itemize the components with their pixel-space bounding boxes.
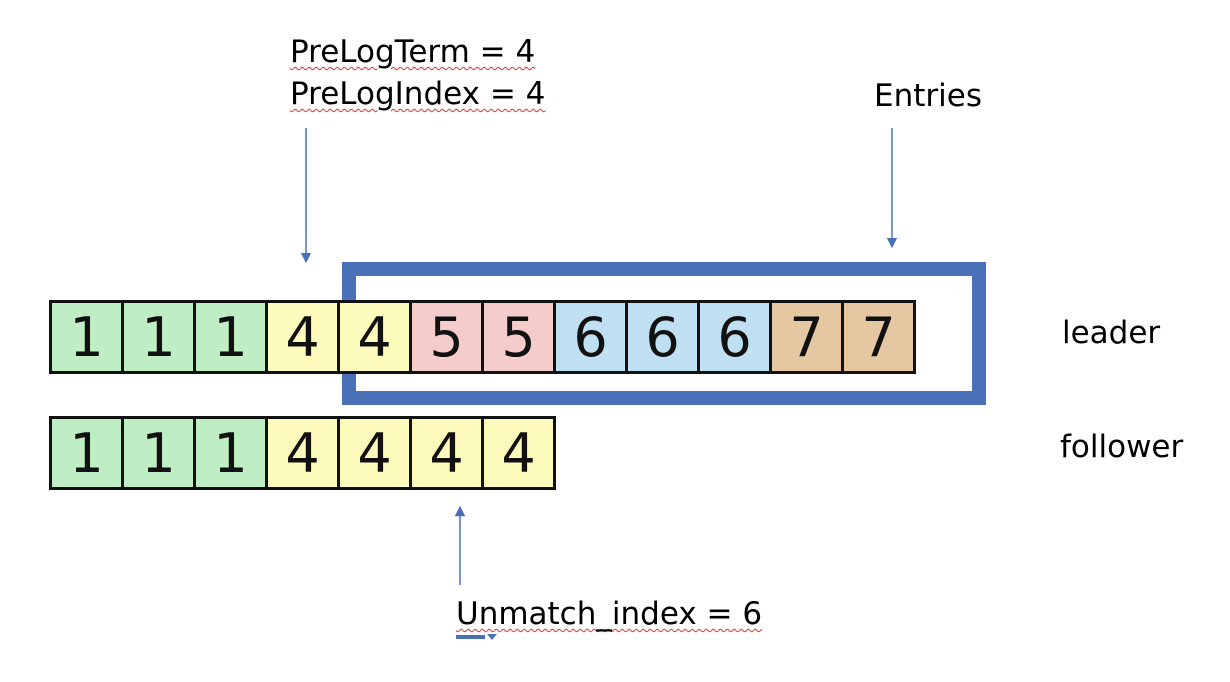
follower-log-cell: 1 [49,416,124,490]
leader-log-cell: 6 [553,300,628,374]
leader-log-cell: 1 [121,300,196,374]
leader-log-cell: 5 [481,300,556,374]
leader-label: leader [1062,315,1161,351]
pre-log-index-label: PreLogIndex = 4 [290,76,546,112]
leader-log-cell: 7 [769,300,844,374]
leader-log-cell: 6 [625,300,700,374]
pre-log-term-label: PreLogTerm = 4 [290,34,536,70]
leader-log-cell: 1 [193,300,268,374]
leader-log-cell: 4 [265,300,340,374]
leader-log-cell: 5 [409,300,484,374]
selection-mark [456,635,485,639]
follower-log-cell: 4 [265,416,340,490]
follower-log-cell: 4 [481,416,556,490]
follower-log-cell: 4 [337,416,412,490]
entries-label: Entries [874,78,982,114]
follower-log-cell: 1 [193,416,268,490]
leader-log-cell: 1 [49,300,124,374]
leader-log-cell: 6 [697,300,772,374]
follower-label: follower [1060,429,1184,465]
follower-log-cell: 1 [121,416,196,490]
selection-mark-arrow [487,634,497,640]
leader-log-cell: 7 [841,300,916,374]
leader-log-cell: 4 [337,300,412,374]
unmatch-index-label: Unmatch_index = 6 [456,596,763,632]
follower-log-cell: 4 [409,416,484,490]
